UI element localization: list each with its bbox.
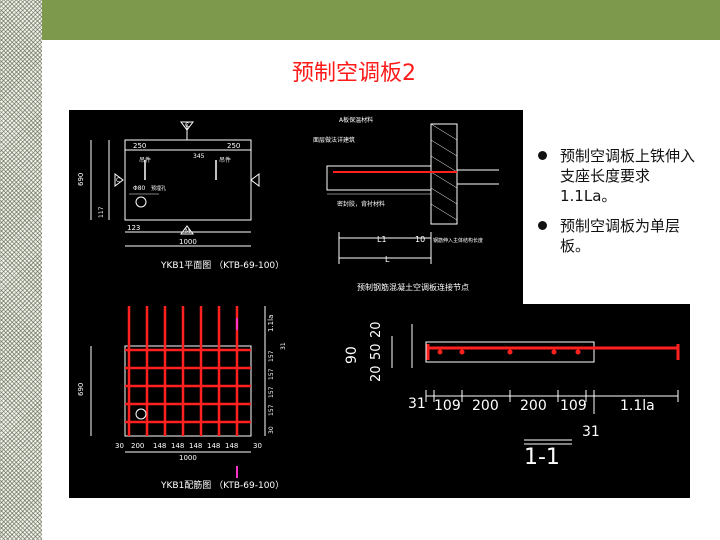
rebar-dim-157-d: 157 (268, 404, 275, 416)
plan-label-hole: 预埋孔 (151, 185, 166, 192)
section-hdim-109-a: 109 (434, 398, 461, 414)
bullet-dot-icon (538, 221, 547, 230)
rebar-dim-157-c: 157 (268, 386, 275, 398)
rebar-caption: YKB1配筋图 （KTB-69-100） (160, 479, 284, 491)
rebar-dim-157-b: 157 (268, 368, 275, 380)
marker-label-bottom: M (185, 228, 190, 235)
bullet-item: 预制空调板为单层板。 (536, 216, 696, 256)
bullet-text: 预制空调板上铁伸入支座长度要求1.1La。 (560, 147, 696, 205)
bullet-dot-icon (538, 151, 547, 160)
cad-drawing-section: 90 20 50 20 31 109 200 200 109 1.1la 31 … (322, 304, 690, 498)
plan-dim-250-left: 250 (133, 142, 146, 150)
slide-title: 预制空调板2 (292, 61, 416, 86)
marker-c-left (114, 173, 124, 187)
node-caption: 预制钢筋混凝土空调板连接节点 (357, 282, 469, 292)
rebar-dim-1000: 1000 (179, 454, 197, 462)
node-dim-l: L (385, 255, 390, 264)
section-bottom-dim-31: 31 (582, 424, 600, 440)
section-caption: 1-1 (524, 445, 560, 470)
node-dim-l1: L1 (377, 235, 387, 244)
rebar-dim-148-d: 148 (207, 442, 220, 450)
section-hdim-200-b: 200 (520, 398, 547, 414)
marker-c-top (180, 121, 194, 131)
rebar-dim-157-a: 157 (268, 350, 275, 362)
section-hdim-31: 31 (408, 396, 426, 412)
node-label-insulation: A板保温材料 (339, 116, 373, 124)
section-hdim-200-a: 200 (472, 398, 499, 414)
rebar-layout (90, 306, 266, 478)
node-dim-10: 10 (415, 235, 425, 244)
section-vdim-50: 50 (369, 343, 384, 360)
cad-drawing-svg: C C M 250 250 345 690 117 123 1000 Φ80 吊… (77, 116, 499, 491)
marker-c-right (250, 173, 260, 187)
rebar-dim-30-left: 30 (115, 442, 124, 450)
rebar-dim-30-right: 30 (253, 442, 262, 450)
rebar-dim-148-e: 148 (225, 442, 238, 450)
node-label-anchorage: 钢筋伸入主体结构长度 (433, 237, 483, 244)
marker-label-top: C (185, 122, 189, 129)
section-vdim-90: 90 (344, 346, 360, 364)
connection-node (326, 123, 499, 264)
section-outline (425, 341, 595, 363)
rebar-dim-1-1la: 1.1la (267, 315, 275, 332)
section-vdim-20-bottom: 20 (369, 365, 384, 382)
plan-dim-690: 690 (77, 173, 85, 186)
plan-label-lift-left: 吊件 (139, 156, 151, 164)
bullet-item: 预制空调板上铁伸入支座长度要求1.1La。 (536, 146, 696, 206)
rebar-dim-30-v: 30 (268, 426, 275, 434)
section-svg: 90 20 50 20 31 109 200 200 109 1.1la 31 … (344, 321, 680, 470)
marker-label-left: C (116, 177, 120, 184)
rebar-dim-148-a: 148 (153, 442, 166, 450)
marker-m-bottom (180, 225, 194, 235)
section-vdim-20-top: 20 (369, 321, 384, 338)
plan-dim-345: 345 (193, 153, 205, 160)
plan-caption: YKB1平面图 （KTB-69-100） (160, 260, 284, 271)
plan-dim-123: 123 (127, 224, 140, 232)
node-label-finish: 面层做法详建筑 (313, 136, 355, 144)
plan-dim-250-right: 250 (227, 142, 240, 150)
bullet-text: 预制空调板为单层板。 (560, 217, 681, 255)
rebar-dim-148-b: 148 (171, 442, 184, 450)
top-bar (42, 0, 720, 40)
rebar-dim-690: 690 (77, 383, 85, 396)
section-hdim-109-b: 109 (560, 398, 587, 414)
rebar-dim-200: 200 (131, 442, 144, 450)
plan-dim-117: 117 (98, 206, 105, 218)
plan-dim-1000: 1000 (179, 238, 197, 246)
plan-label-lift-right: 吊件 (219, 156, 231, 164)
node-label-sealant: 密封胶，背衬材料 (337, 200, 385, 208)
section-hdim-1-1la: 1.1la (620, 398, 655, 414)
plan-dim-phi80: Φ80 (133, 185, 146, 192)
bullet-list: 预制空调板上铁伸入支座长度要求1.1La。 预制空调板为单层板。 (536, 146, 696, 266)
rebar-dim-31: 31 (280, 342, 287, 350)
rebar-dim-148-c: 148 (189, 442, 202, 450)
